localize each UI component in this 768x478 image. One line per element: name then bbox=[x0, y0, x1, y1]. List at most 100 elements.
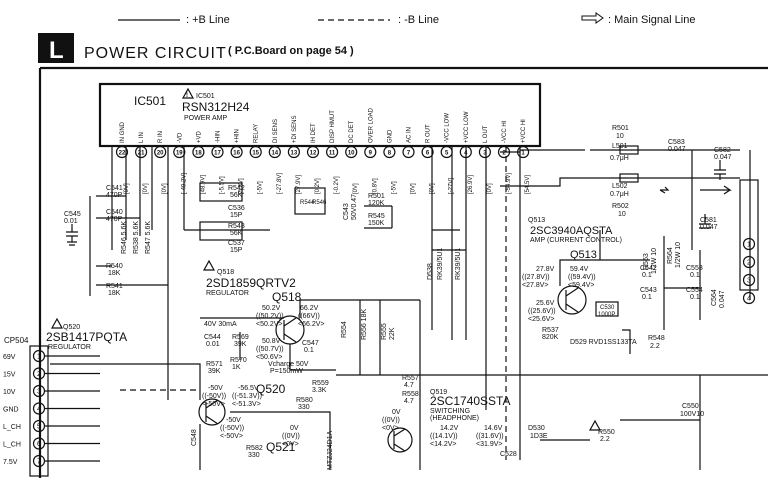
q520-group: Q520 2SB1417PQTA REGULATOR Q520 -50V ((-… bbox=[46, 317, 334, 470]
q513-v2: ((27.8V)) bbox=[522, 274, 550, 281]
r570-ref: R570 bbox=[230, 357, 247, 364]
c536-ref: C536 bbox=[228, 205, 245, 212]
q519-desc: SWITCHING bbox=[430, 408, 470, 415]
ic501-pin-number: 8 bbox=[388, 151, 392, 157]
l502-val: 0.7μH bbox=[610, 191, 629, 198]
ic501-warn-ref: IC501 bbox=[196, 93, 215, 100]
right-connector-pin bbox=[742, 237, 756, 251]
q519-part: 2SC1740SSTA bbox=[430, 394, 511, 408]
ic501-pin bbox=[154, 145, 167, 159]
r540-ref: R540 bbox=[106, 263, 123, 270]
q519-transistor bbox=[387, 427, 413, 453]
ic501-pin-label: +VD bbox=[196, 130, 202, 143]
cp504-pin bbox=[32, 454, 46, 468]
ic501-pin-voltage: [0V] bbox=[143, 183, 149, 194]
right-connector-pin-number: 1 bbox=[747, 242, 751, 249]
q521-v1: 0V bbox=[290, 425, 299, 432]
ic501-pin-number: 12 bbox=[310, 151, 317, 157]
q521-v2: ((0V)) bbox=[282, 433, 300, 440]
cp504-pin bbox=[32, 349, 46, 363]
ic501-pin-label: IH DET bbox=[311, 123, 317, 143]
q521-v3: <0V> bbox=[282, 441, 299, 448]
ic501-pin-label: GND bbox=[387, 129, 393, 143]
detection-network: R544 R546 C543 50V0.47 R501 120K R545 15… bbox=[294, 146, 521, 460]
r557-ref: R557 bbox=[402, 375, 419, 382]
ic501-pin bbox=[345, 145, 358, 159]
q518-v4: 66.2V bbox=[300, 305, 319, 312]
c544-ref: C544 bbox=[204, 334, 221, 341]
cp504-pin-number: 5 bbox=[37, 424, 41, 431]
c537-ref: C537 bbox=[228, 240, 245, 247]
ic501-pin-voltage: [26.9V] bbox=[468, 175, 474, 194]
r545-val: 150K bbox=[368, 220, 385, 227]
r543-val: 56K bbox=[230, 230, 243, 237]
cp504-pin-label: 7.5V bbox=[3, 459, 18, 466]
c543b-val: 50V0.47 bbox=[351, 194, 358, 220]
ic501-pin bbox=[306, 145, 320, 159]
r546b-ref: R546 bbox=[312, 200, 327, 206]
q518-v5: ((66V)) bbox=[298, 313, 320, 320]
q518-v1: 50.2V bbox=[262, 305, 281, 312]
ic501-pin-label: -VD bbox=[177, 132, 183, 143]
c547-power: P=150mW bbox=[270, 368, 303, 375]
ic501-pin-number: 5 bbox=[445, 151, 449, 157]
ic501-pin-number: 13 bbox=[291, 151, 298, 157]
c581-ref: C581 bbox=[700, 217, 717, 224]
q513-desc: AMP (CURRENT CONTROL) bbox=[530, 237, 622, 244]
r558-val: 4.7 bbox=[404, 398, 414, 405]
ic501-pin-number: 10 bbox=[348, 151, 355, 157]
right-column: R563 1/2W 10 R564 1/2W 10 C542 0.1 C543 … bbox=[640, 236, 726, 330]
q519-title: Q519 bbox=[430, 389, 447, 396]
ic501-pin-number: 19 bbox=[176, 151, 183, 157]
r554-ref: R554 bbox=[341, 321, 348, 338]
c528-ref: C528 bbox=[500, 451, 517, 458]
page-title: POWER CIRCUIT bbox=[84, 45, 227, 62]
r541-ref: R541 bbox=[106, 283, 123, 290]
ic501-pin-voltage: [27.9V] bbox=[296, 175, 302, 194]
cp504-pin bbox=[32, 437, 46, 450]
ic501-pin-label: RELAY bbox=[254, 124, 260, 143]
r548-ref: R548 bbox=[648, 335, 665, 342]
ic501-pin-voltage: [-27.8V] bbox=[277, 173, 283, 194]
q519-v7: 14.6V bbox=[484, 425, 503, 432]
ic501-pin-label: +VCC LOW bbox=[464, 111, 470, 143]
ic501-pin-number: 20 bbox=[157, 151, 164, 157]
c553-ref: C553 bbox=[686, 265, 703, 272]
ic501-pin-voltage: [0V] bbox=[411, 183, 417, 194]
r537-val: 820K bbox=[542, 334, 559, 341]
l501-ref: L501 bbox=[612, 143, 628, 150]
r570-val: 1K bbox=[232, 364, 241, 371]
ic501-pin-number: 22 bbox=[119, 151, 126, 157]
volt-40v: 40V 30mA bbox=[204, 321, 237, 328]
ic501-pin-number: 16 bbox=[233, 151, 240, 157]
ic501-pin-label: OVER LOAD bbox=[368, 107, 374, 143]
r548-val: 2.2 bbox=[650, 343, 660, 350]
q519-v9: <31.9V> bbox=[476, 441, 502, 448]
q519-v3: <0V> bbox=[382, 425, 399, 432]
c582-ref: C582 bbox=[714, 147, 731, 154]
q519-v4: 14.2V bbox=[440, 425, 459, 432]
r563-val: 1/2W 10 bbox=[651, 248, 658, 274]
ic501-pin bbox=[268, 145, 281, 159]
q518-part: 2SD1859QRTV2 bbox=[206, 276, 296, 290]
r542-val: 56K bbox=[230, 192, 243, 199]
r501-ref: R501 bbox=[612, 125, 629, 132]
ic501-pin-number: 21 bbox=[138, 151, 145, 157]
q519-group: R554 R556 18K R555 22K R557 4.7 R558 4.7… bbox=[336, 300, 768, 470]
c547-vcharge: Vcharge 50V bbox=[268, 361, 309, 368]
legend-plus-b: : +B Line bbox=[186, 14, 230, 26]
q513-v8: ((25.6V)) bbox=[528, 308, 556, 315]
ic501-pin-label: DI SENS bbox=[273, 119, 279, 143]
c541-ref: C541 bbox=[106, 185, 123, 192]
right-connector-pin-number: 4 bbox=[747, 296, 751, 303]
r550-val: 2.2 bbox=[600, 436, 610, 443]
cp504-pin bbox=[32, 384, 46, 398]
c536-val: 15P bbox=[230, 212, 243, 219]
warning-icon bbox=[181, 87, 195, 99]
c540-val: 470P bbox=[106, 216, 123, 223]
cp504-pin-number: 7 bbox=[37, 459, 41, 466]
legend: : +B Line : -B Line : Main Signal Line bbox=[118, 12, 695, 26]
ic501-pin-number: 9 bbox=[369, 151, 373, 157]
r580-val: 330 bbox=[298, 404, 310, 411]
